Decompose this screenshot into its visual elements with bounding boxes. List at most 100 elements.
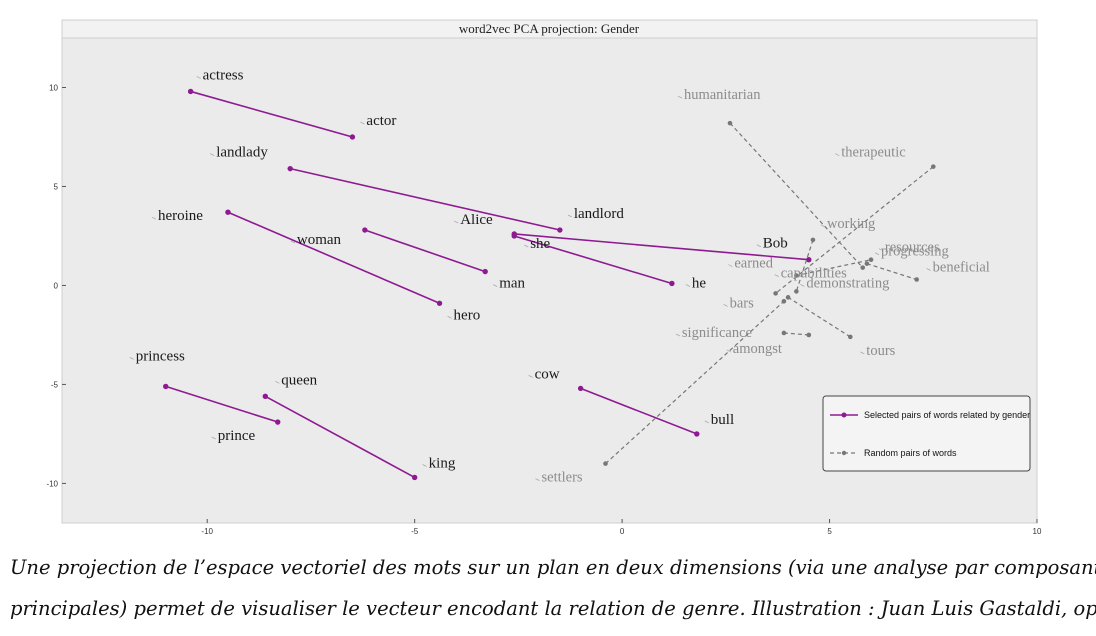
- random-point: [914, 277, 919, 282]
- word-label: beneficial: [933, 260, 990, 276]
- gender-point: [411, 474, 418, 481]
- x-tick-label: -5: [411, 527, 419, 536]
- label-leader: [129, 357, 134, 360]
- random-pair-line: [775, 166, 934, 294]
- y-tick-label: -5: [51, 380, 59, 389]
- label-leader: [874, 252, 880, 256]
- label-leader: [567, 214, 573, 218]
- label-leader: [196, 76, 201, 79]
- x-tick-label: 5: [827, 527, 832, 536]
- word-label: humanitarian: [684, 87, 761, 103]
- legend-marker-gender: [841, 412, 847, 418]
- gender-pair-line: [227, 211, 440, 305]
- label-leader: [454, 220, 459, 224]
- label-leader: [800, 284, 805, 287]
- word-label: Alice: [460, 212, 493, 228]
- random-pair-line: [795, 239, 814, 292]
- word-label: demonstrating: [806, 275, 889, 291]
- label-leader: [528, 375, 533, 378]
- random-pair-line: [787, 296, 851, 338]
- label-leader: [422, 464, 427, 467]
- word-label: actress: [203, 67, 244, 83]
- label-leader: [926, 268, 931, 271]
- random-pair-line: [605, 300, 785, 465]
- gender-pair-line: [514, 233, 809, 261]
- label-leader: [290, 240, 296, 244]
- word-label: bull: [711, 412, 734, 428]
- word-label: he: [692, 275, 707, 291]
- label-leader: [728, 264, 733, 267]
- gender-point: [275, 419, 281, 425]
- title-bar: [61, 19, 1038, 39]
- y-tick-label: 10: [49, 83, 58, 92]
- label-leader: [524, 244, 529, 248]
- word-label: amongst: [733, 341, 782, 357]
- gender-point: [482, 268, 488, 275]
- legend-label-gender: Selected pairs of words related by gende…: [864, 410, 1030, 420]
- label-leader: [723, 304, 728, 307]
- gender-point: [557, 227, 563, 233]
- random-point: [860, 265, 866, 270]
- gender-pair-line: [165, 385, 278, 423]
- label-leader: [493, 284, 498, 287]
- random-point: [785, 295, 791, 300]
- word-label: Bob: [763, 236, 788, 252]
- gender-pair-line: [264, 395, 416, 479]
- label-leader: [820, 224, 826, 228]
- random-point: [603, 461, 608, 466]
- word-label: landlord: [574, 206, 624, 222]
- x-tick-label: 0: [620, 527, 625, 536]
- word-label: hero: [454, 307, 481, 323]
- y-tick-label: 5: [54, 182, 59, 191]
- word-label: tours: [866, 343, 895, 359]
- gender-pair-line: [514, 235, 673, 285]
- word-label: king: [429, 455, 456, 471]
- label-leader: [210, 153, 215, 157]
- gender-point: [225, 209, 231, 215]
- y-tick-label: 0: [54, 281, 59, 290]
- label-leader: [151, 216, 157, 220]
- label-leader: [447, 315, 452, 319]
- word-label: significance: [682, 325, 752, 341]
- caption-line-1: Une projection de l’espace vectoriel des…: [10, 556, 1096, 579]
- gender-point: [669, 280, 675, 287]
- chart-title: word2vec PCA projection: Gender: [459, 21, 640, 36]
- random-point: [810, 237, 816, 243]
- word-label: prince: [218, 428, 256, 444]
- random-point: [794, 273, 799, 278]
- label-leader: [726, 349, 731, 353]
- random-point: [847, 334, 853, 340]
- word-label: working: [827, 216, 875, 232]
- word-label: queen: [281, 372, 317, 388]
- label-leader: [535, 478, 540, 481]
- random-point: [727, 120, 733, 126]
- random-pair-line: [866, 263, 917, 281]
- word-label: man: [499, 276, 525, 292]
- random-point: [781, 298, 787, 304]
- y-tick-label: -10: [46, 479, 58, 488]
- word-label: resources: [885, 240, 940, 256]
- legend-marker-random: [841, 450, 847, 456]
- random-point: [864, 261, 870, 266]
- legend-label-random: Random pairs of words: [864, 448, 957, 458]
- label-leader: [774, 274, 779, 277]
- label-leader: [275, 380, 280, 384]
- word-label: heroine: [158, 208, 203, 224]
- random-point: [773, 291, 778, 296]
- gender-pair-line: [580, 387, 698, 435]
- word-label: bars: [730, 295, 755, 311]
- label-leader: [211, 436, 216, 440]
- random-point: [781, 330, 787, 336]
- label-leader: [878, 248, 884, 252]
- random-pair-line: [796, 259, 872, 277]
- gender-point: [287, 165, 293, 172]
- word-label: cow: [535, 366, 560, 382]
- label-leader: [860, 351, 865, 355]
- label-leader: [677, 95, 683, 99]
- gender-pair-line: [364, 229, 486, 273]
- legend-box: [822, 395, 1031, 472]
- random-point: [930, 164, 936, 169]
- word-label: settlers: [542, 470, 583, 486]
- random-point: [868, 257, 874, 263]
- gender-point: [163, 383, 169, 390]
